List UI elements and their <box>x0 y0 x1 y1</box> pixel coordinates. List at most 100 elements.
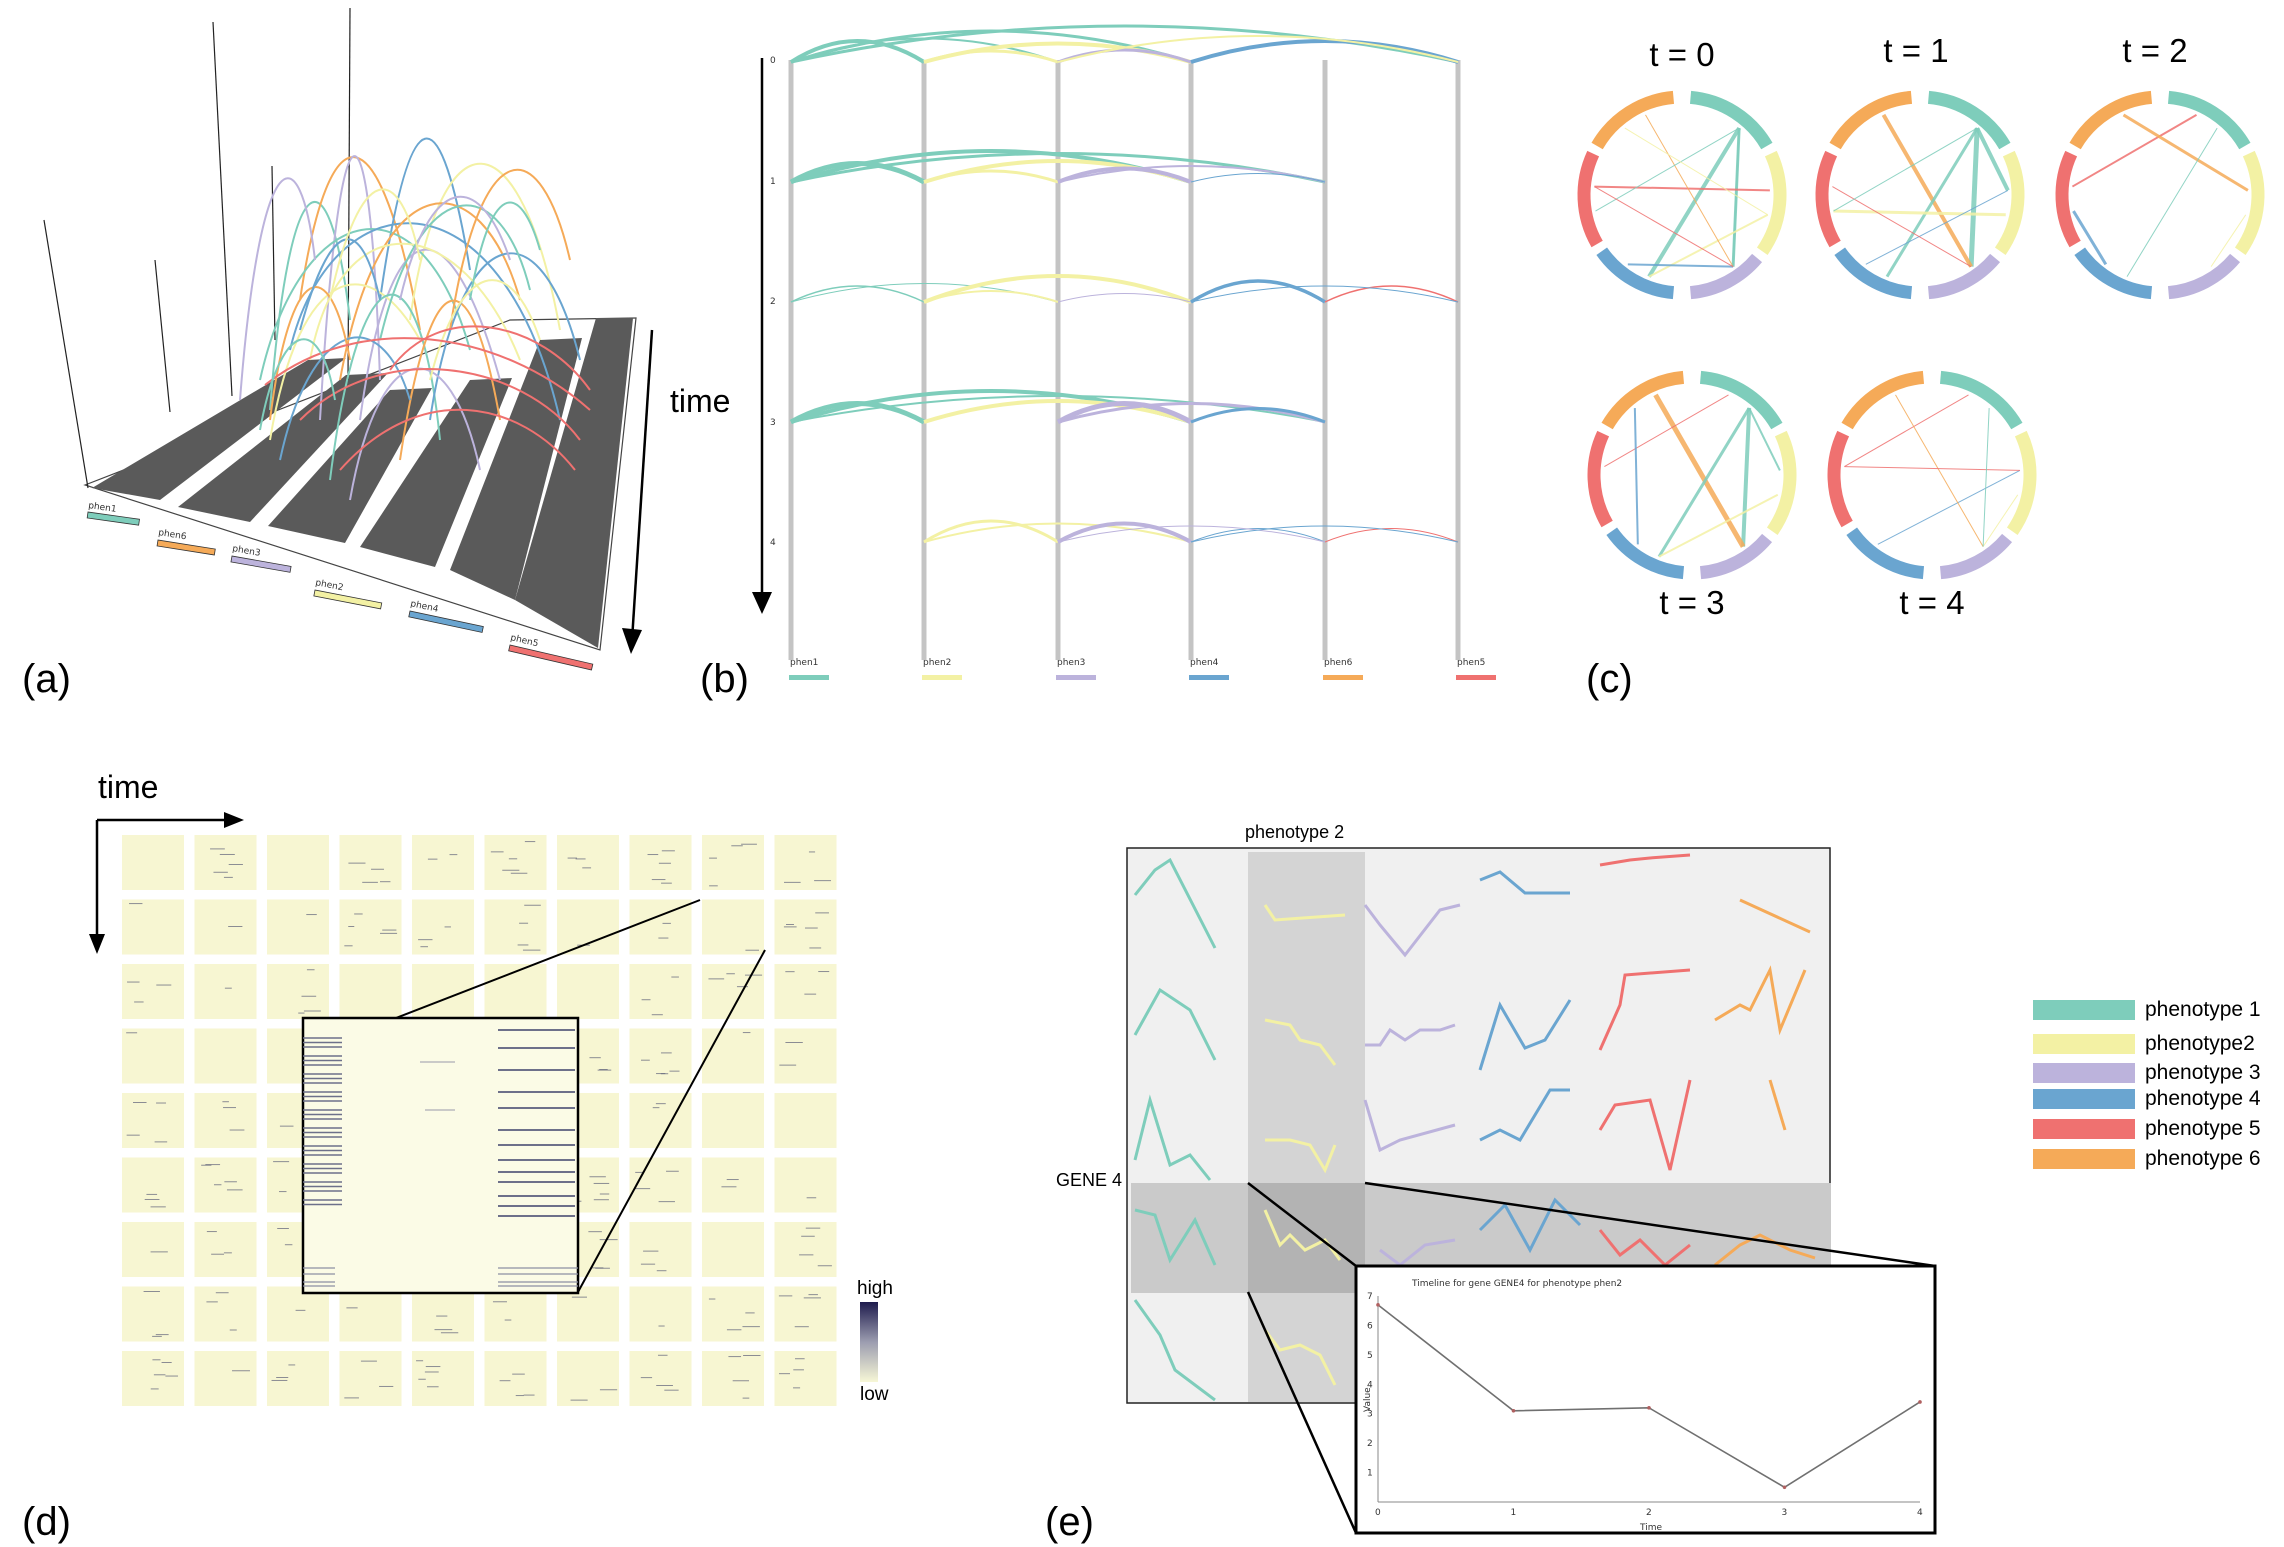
zoom-callout <box>301 899 766 1295</box>
inset-y-tick: 7 <box>1367 1292 1373 1302</box>
inset-data-point <box>1376 1303 1380 1307</box>
track-band <box>450 338 582 600</box>
chord-title: t = 3 <box>1659 584 1724 621</box>
time-arrow-head <box>224 812 244 828</box>
heatmap-cell <box>194 1222 257 1277</box>
panel-label-c: (c) <box>1586 657 1633 701</box>
y-tick: 2 <box>770 297 776 307</box>
inset-points <box>1376 1303 1922 1490</box>
chord-link <box>1594 186 1734 268</box>
chord-ring-segment <box>1939 370 2023 430</box>
track-color-bar <box>922 675 962 680</box>
chord-ring-segment <box>1587 430 1613 528</box>
inset-x-tick: 1 <box>1511 1508 1517 1518</box>
heatmap-cell <box>122 964 184 1019</box>
chord-ring-segment <box>1827 430 1853 528</box>
chord-ring-segment <box>2234 150 2265 255</box>
y-tick: 1 <box>770 177 776 187</box>
chord-ring-segment <box>1846 527 1925 580</box>
y-tick: 3 <box>770 418 776 428</box>
panel-label-d: (d) <box>22 1500 71 1544</box>
heatmap-cell <box>267 964 329 1019</box>
chord-link <box>1982 408 1990 547</box>
sparklines <box>1133 853 1816 1402</box>
legend-swatch <box>2033 1000 2135 1020</box>
y-tick: 4 <box>770 538 776 548</box>
track-label: phen6 <box>1324 658 1353 668</box>
time-arrow-head <box>622 628 642 654</box>
heatmap-cell <box>557 899 619 955</box>
panel-d-heatmap-grid: time high low (d) <box>22 769 893 1544</box>
track-color-bar <box>1323 675 1363 680</box>
legend-label: phenotype 5 <box>2145 1117 2261 1140</box>
legend-item: phenotype 5 <box>2033 1117 2273 1143</box>
heatmap-cell <box>557 835 619 890</box>
heatmap-cell <box>194 1028 257 1084</box>
heatmap-cell <box>557 1351 619 1406</box>
track-color-bar <box>313 589 383 610</box>
inset-x-tick: 4 <box>1917 1508 1923 1518</box>
heatmap-cell <box>412 899 474 955</box>
heatmap-cell <box>339 1286 402 1342</box>
chord-ring-segment <box>2006 430 2037 535</box>
heatmap-cell <box>194 964 257 1019</box>
chord-ring-segment <box>2074 247 2153 300</box>
legend-swatch <box>2033 1063 2135 1083</box>
track-label: phen4 <box>1190 658 1219 668</box>
heatmap-cell <box>774 1093 837 1148</box>
track-color-bar <box>230 555 292 573</box>
chord-link <box>1653 393 1746 548</box>
heatmap-cell <box>774 899 837 955</box>
legend-item: phenotype 1 <box>2033 998 2273 1024</box>
panel-b-columns <box>788 60 1461 660</box>
color-scale-bar <box>860 1302 878 1382</box>
chord-ring-segment <box>1577 150 1603 248</box>
chord-title: t = 4 <box>1899 584 1964 621</box>
chord-ring-segment <box>2167 253 2241 300</box>
chord-ring-segment <box>1606 527 1685 580</box>
heatmap-cell <box>702 1351 764 1406</box>
track-label: phen3 <box>1057 658 1085 668</box>
panel-label-a: (a) <box>22 657 71 701</box>
heatmap-cell <box>194 835 257 890</box>
chord-title: t = 1 <box>1883 32 1948 69</box>
chord-link <box>1594 185 1770 192</box>
track-label: phen2 <box>923 658 951 668</box>
panel-label-e: (e) <box>1045 1500 1094 1544</box>
chord-link <box>1865 189 2009 265</box>
chord-link <box>1648 213 1769 278</box>
heatmap-cell <box>122 1028 184 1084</box>
heatmap-cell <box>194 1157 257 1213</box>
legend-label: phenotype 4 <box>2145 1087 2261 1110</box>
chord-link <box>2072 210 2108 266</box>
inset-x-label: Time <box>1639 1523 1662 1533</box>
panel-label-b: (b) <box>700 657 749 701</box>
inset-data-point <box>1647 1406 1651 1410</box>
legend-swatch <box>2033 1089 2135 1109</box>
chord-title: t = 2 <box>2122 32 2187 69</box>
chord-link <box>1832 186 1972 268</box>
chord-ring-segment <box>1766 430 1797 535</box>
chord-link <box>1627 263 1734 268</box>
heatmap-cell <box>484 1351 547 1406</box>
zoom-lines <box>303 1029 578 1287</box>
heatmap-cell <box>774 1351 837 1406</box>
chord-link <box>1647 127 1741 278</box>
highlight-column <box>1248 852 1365 1402</box>
panel-c-chord-diagrams: t = 0 t = 1 t = 2 t = 3 t = 4 (c) <box>1577 32 2265 701</box>
chord-link <box>1748 407 1781 471</box>
heatmap-cell <box>339 964 402 1019</box>
chord-ring-segment <box>1699 370 1783 430</box>
track-color-bar <box>408 610 484 633</box>
inset-y-tick: 2 <box>1367 1439 1373 1449</box>
heatmap-cell <box>702 899 764 955</box>
heatmap-cell <box>122 1222 184 1277</box>
panel-a-3d-arc-view: phen1 phen6 phen3 phen2 phen4 phen5 time… <box>22 7 730 701</box>
chord-ring-segment <box>1927 90 2011 150</box>
chord-link <box>1645 114 1734 267</box>
chord-link <box>1895 394 1984 547</box>
heatmap-cell <box>774 835 837 890</box>
chord-ring-segment <box>1834 247 1913 300</box>
chord-link <box>1982 494 2019 547</box>
track-band <box>515 318 633 648</box>
